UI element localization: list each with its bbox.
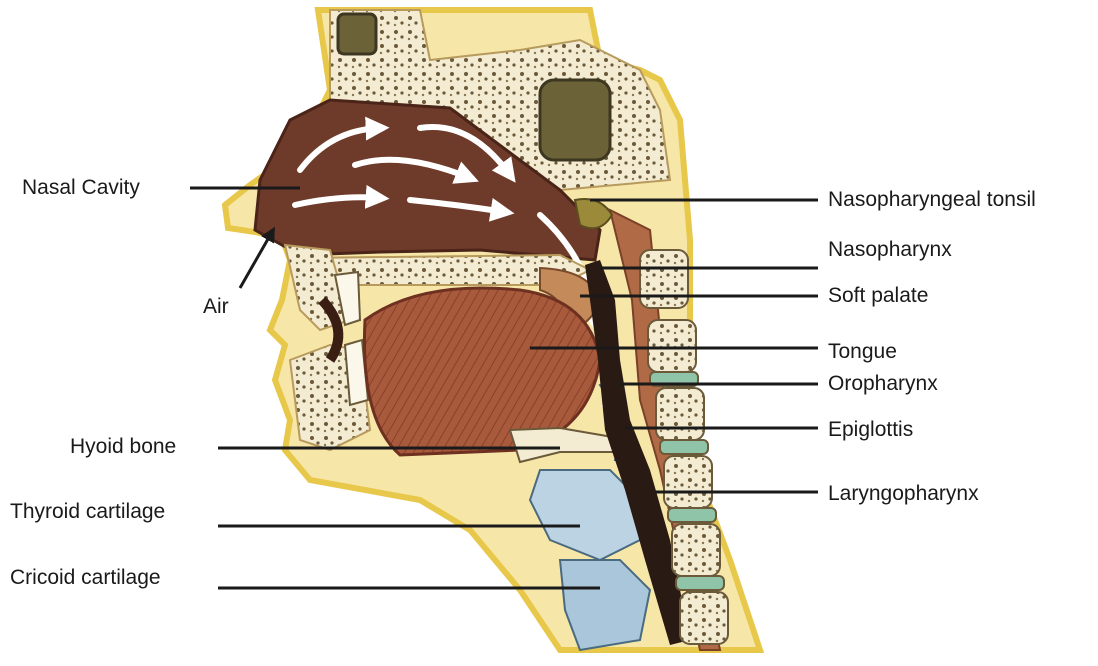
- vertebra: [680, 592, 728, 644]
- leader-air: [240, 232, 272, 288]
- label-epiglottis: Epiglottis: [828, 418, 913, 442]
- label-thyroid-cartilage: Thyroid cartilage: [10, 500, 165, 524]
- vertebra: [648, 320, 696, 372]
- label-oropharynx: Oropharynx: [828, 372, 938, 396]
- label-tongue: Tongue: [828, 340, 897, 364]
- vertebra: [664, 456, 712, 508]
- vertebra: [656, 388, 704, 440]
- vertebra: [672, 524, 720, 576]
- label-cricoid-cartilage: Cricoid cartilage: [10, 566, 161, 590]
- label-air: Air: [203, 295, 229, 319]
- label-nasopharyngeal-tonsil: Nasopharyngeal tonsil: [828, 188, 1036, 212]
- sphenoid-sinus: [540, 80, 610, 160]
- frontal-sinus: [338, 14, 376, 54]
- label-nasal-cavity: Nasal Cavity: [22, 176, 140, 200]
- label-soft-palate: Soft palate: [828, 284, 928, 308]
- label-hyoid-bone: Hyoid bone: [70, 435, 176, 459]
- vertebra: [640, 250, 688, 308]
- intervertebral-disc: [660, 440, 708, 454]
- label-nasopharynx: Nasopharynx: [828, 238, 952, 262]
- intervertebral-disc: [668, 508, 716, 522]
- intervertebral-disc: [676, 576, 724, 590]
- label-laryngopharynx: Laryngopharynx: [828, 482, 979, 506]
